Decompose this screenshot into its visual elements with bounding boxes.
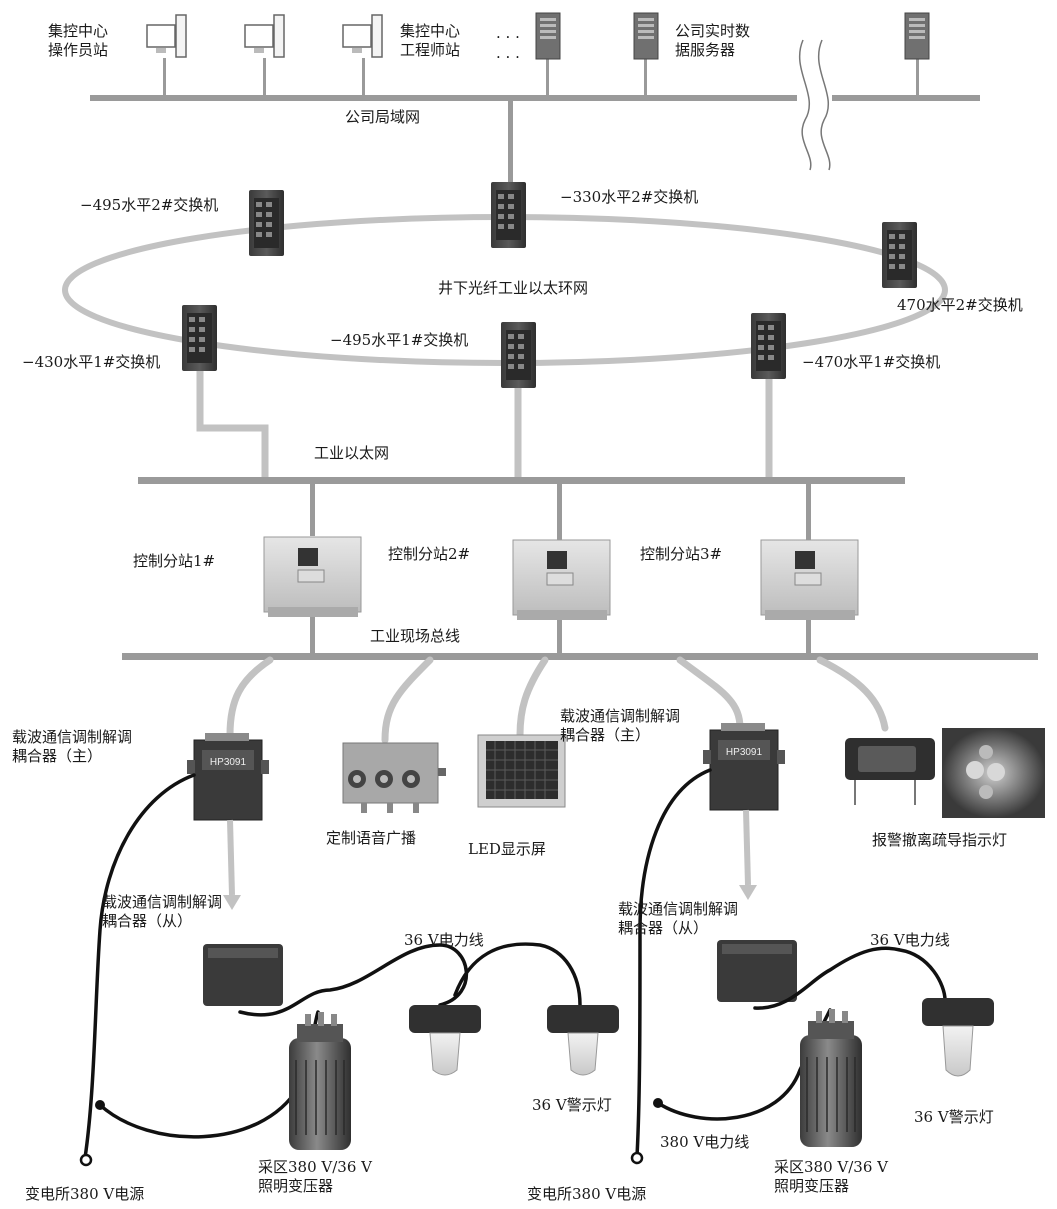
switch-495-2-label: −495水平2#交换机: [80, 196, 219, 214]
alarm-light-label: 报警撤离疏导指示灯: [872, 831, 1008, 849]
switch-icon: [882, 222, 917, 288]
switch-icon: [249, 190, 284, 256]
warning-lamp-2-label: 36 V警示灯: [914, 1108, 994, 1126]
switch-330-2-label: −330水平2#交换机: [560, 188, 699, 206]
engineer-station-label: 集控中心 工程师站: [400, 22, 461, 59]
power-36v-label: 36 V电力线: [870, 931, 950, 949]
fieldbus-branches: [226, 656, 889, 744]
warning-lamp-icon: [547, 1005, 619, 1076]
warning-lamp-1-label: 36 V警示灯: [532, 1096, 612, 1114]
switch-icon: [491, 182, 526, 248]
led-display-label: LED显示屏: [468, 840, 546, 858]
switch-icon: [751, 313, 786, 379]
substation-drops: [310, 484, 811, 540]
warning-lamp-icon: [409, 1005, 481, 1076]
switch-470-2-label: 470水平2#交换机: [897, 296, 1023, 314]
switch-470-1-label: −470水平1#交换机: [802, 353, 941, 371]
power-36v-label: 36 V电力线: [404, 931, 484, 949]
realtime-server-label: 公司实时数 据服务器: [675, 22, 751, 59]
source-terminal-icon: [79, 1153, 93, 1167]
coupler-links: [227, 809, 751, 896]
ellipsis-label: · · ·: [496, 48, 520, 66]
alarm-light-icon: [845, 728, 1045, 818]
industrial-ethernet-label: 工业以太网: [314, 444, 390, 462]
svg-text:HP3091: HP3091: [210, 757, 247, 768]
master-coupler-2: HP3091: [703, 723, 785, 811]
led-display-icon: [477, 734, 566, 808]
fieldbus-drops: [310, 617, 811, 654]
transformer-2-label: 采区380 V/36 V 照明变压器: [774, 1158, 888, 1195]
substation-1-label: 控制分站1#: [133, 552, 216, 570]
slave-coupler-1: [203, 944, 283, 1006]
workstation-icon: [244, 14, 285, 58]
ellipsis-label: · · ·: [496, 28, 520, 46]
field-bus: [122, 653, 1038, 660]
workstation-icon: [146, 14, 187, 58]
junction-dot: [653, 1098, 663, 1108]
master-coupler-2-label: 载波通信调制解调 耦合器（主）: [560, 707, 681, 744]
source-380v-1-label: 变电所380 V电源: [25, 1185, 145, 1203]
transformer-icon: [800, 1009, 862, 1147]
power-380v-label: 380 V电力线: [660, 1133, 750, 1151]
slave-coupler-2-label: 载波通信调制解调 耦合器（从）: [618, 900, 739, 937]
workstation-icon: [342, 14, 383, 58]
server-icon: [633, 12, 659, 60]
switch-430-1-label: −430水平1#交换机: [22, 353, 161, 371]
control-substation-icon: [512, 539, 611, 620]
switch-icon: [182, 305, 217, 371]
voice-broadcast-label: 定制语音广播: [326, 829, 417, 847]
control-substation-icon: [263, 536, 362, 617]
ring-network-label: 井下光纤工业以太环网: [438, 279, 589, 297]
operator-station-label: 集控中心 操作员站: [48, 22, 109, 59]
switch-icon: [501, 322, 536, 388]
substation-3-label: 控制分站3#: [640, 545, 723, 563]
master-coupler-1-label: 载波通信调制解调 耦合器（主）: [12, 728, 133, 765]
fieldbus-label: 工业现场总线: [370, 627, 461, 645]
junction-dot: [95, 1100, 105, 1110]
industrial-ethernet-bus: [138, 477, 905, 484]
substation-2-label: 控制分站2#: [388, 545, 471, 563]
master-coupler-1: HP3091: [187, 733, 269, 821]
ethernet-links: [196, 371, 773, 478]
lan-bus: [90, 39, 980, 184]
voice-broadcast-icon: [342, 742, 446, 813]
slave-coupler-2: [717, 940, 797, 1002]
power-cables: [83, 768, 947, 1160]
transformer-1-label: 采区380 V/36 V 照明变压器: [258, 1158, 372, 1195]
server-icon: [535, 12, 561, 60]
switch-495-1-label: −495水平1#交换机: [330, 331, 469, 349]
slave-coupler-1-label: 载波通信调制解调 耦合器（从）: [102, 893, 223, 930]
warning-lamp-icon: [922, 998, 994, 1077]
svg-text:HP3091: HP3091: [726, 747, 763, 758]
server-icon: [904, 12, 930, 60]
source-terminal-icon: [630, 1151, 644, 1165]
transformer-icon: [289, 1012, 351, 1150]
control-substation-icon: [760, 539, 859, 620]
lan-label: 公司局域网: [345, 108, 421, 126]
source-380v-2-label: 变电所380 V电源: [527, 1185, 647, 1203]
